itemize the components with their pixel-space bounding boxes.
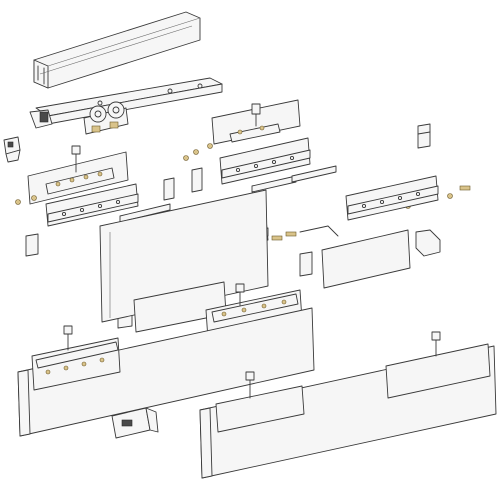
glass-panel-upper-left: [99, 189, 269, 323]
track-stopper-left: [3, 136, 21, 163]
wall-bracket-top-right: [417, 123, 431, 149]
top-rail-track: [33, 11, 201, 89]
allen-key: [299, 225, 339, 237]
floor-guide-block: [111, 407, 159, 439]
hanger-plate-upper-left: [27, 145, 129, 205]
glass-clamp-profile-right: [345, 175, 439, 221]
door-panel-large-right: [199, 331, 497, 479]
glass-panel-upper-right: [321, 229, 411, 289]
glass-clamp-profile-left: [45, 183, 139, 227]
hanger-plate-upper-center: [211, 99, 301, 145]
door-panel-large-left: [17, 307, 315, 437]
roller-carriage: [83, 101, 129, 135]
glass-clamp-profile-upper: [219, 137, 311, 185]
